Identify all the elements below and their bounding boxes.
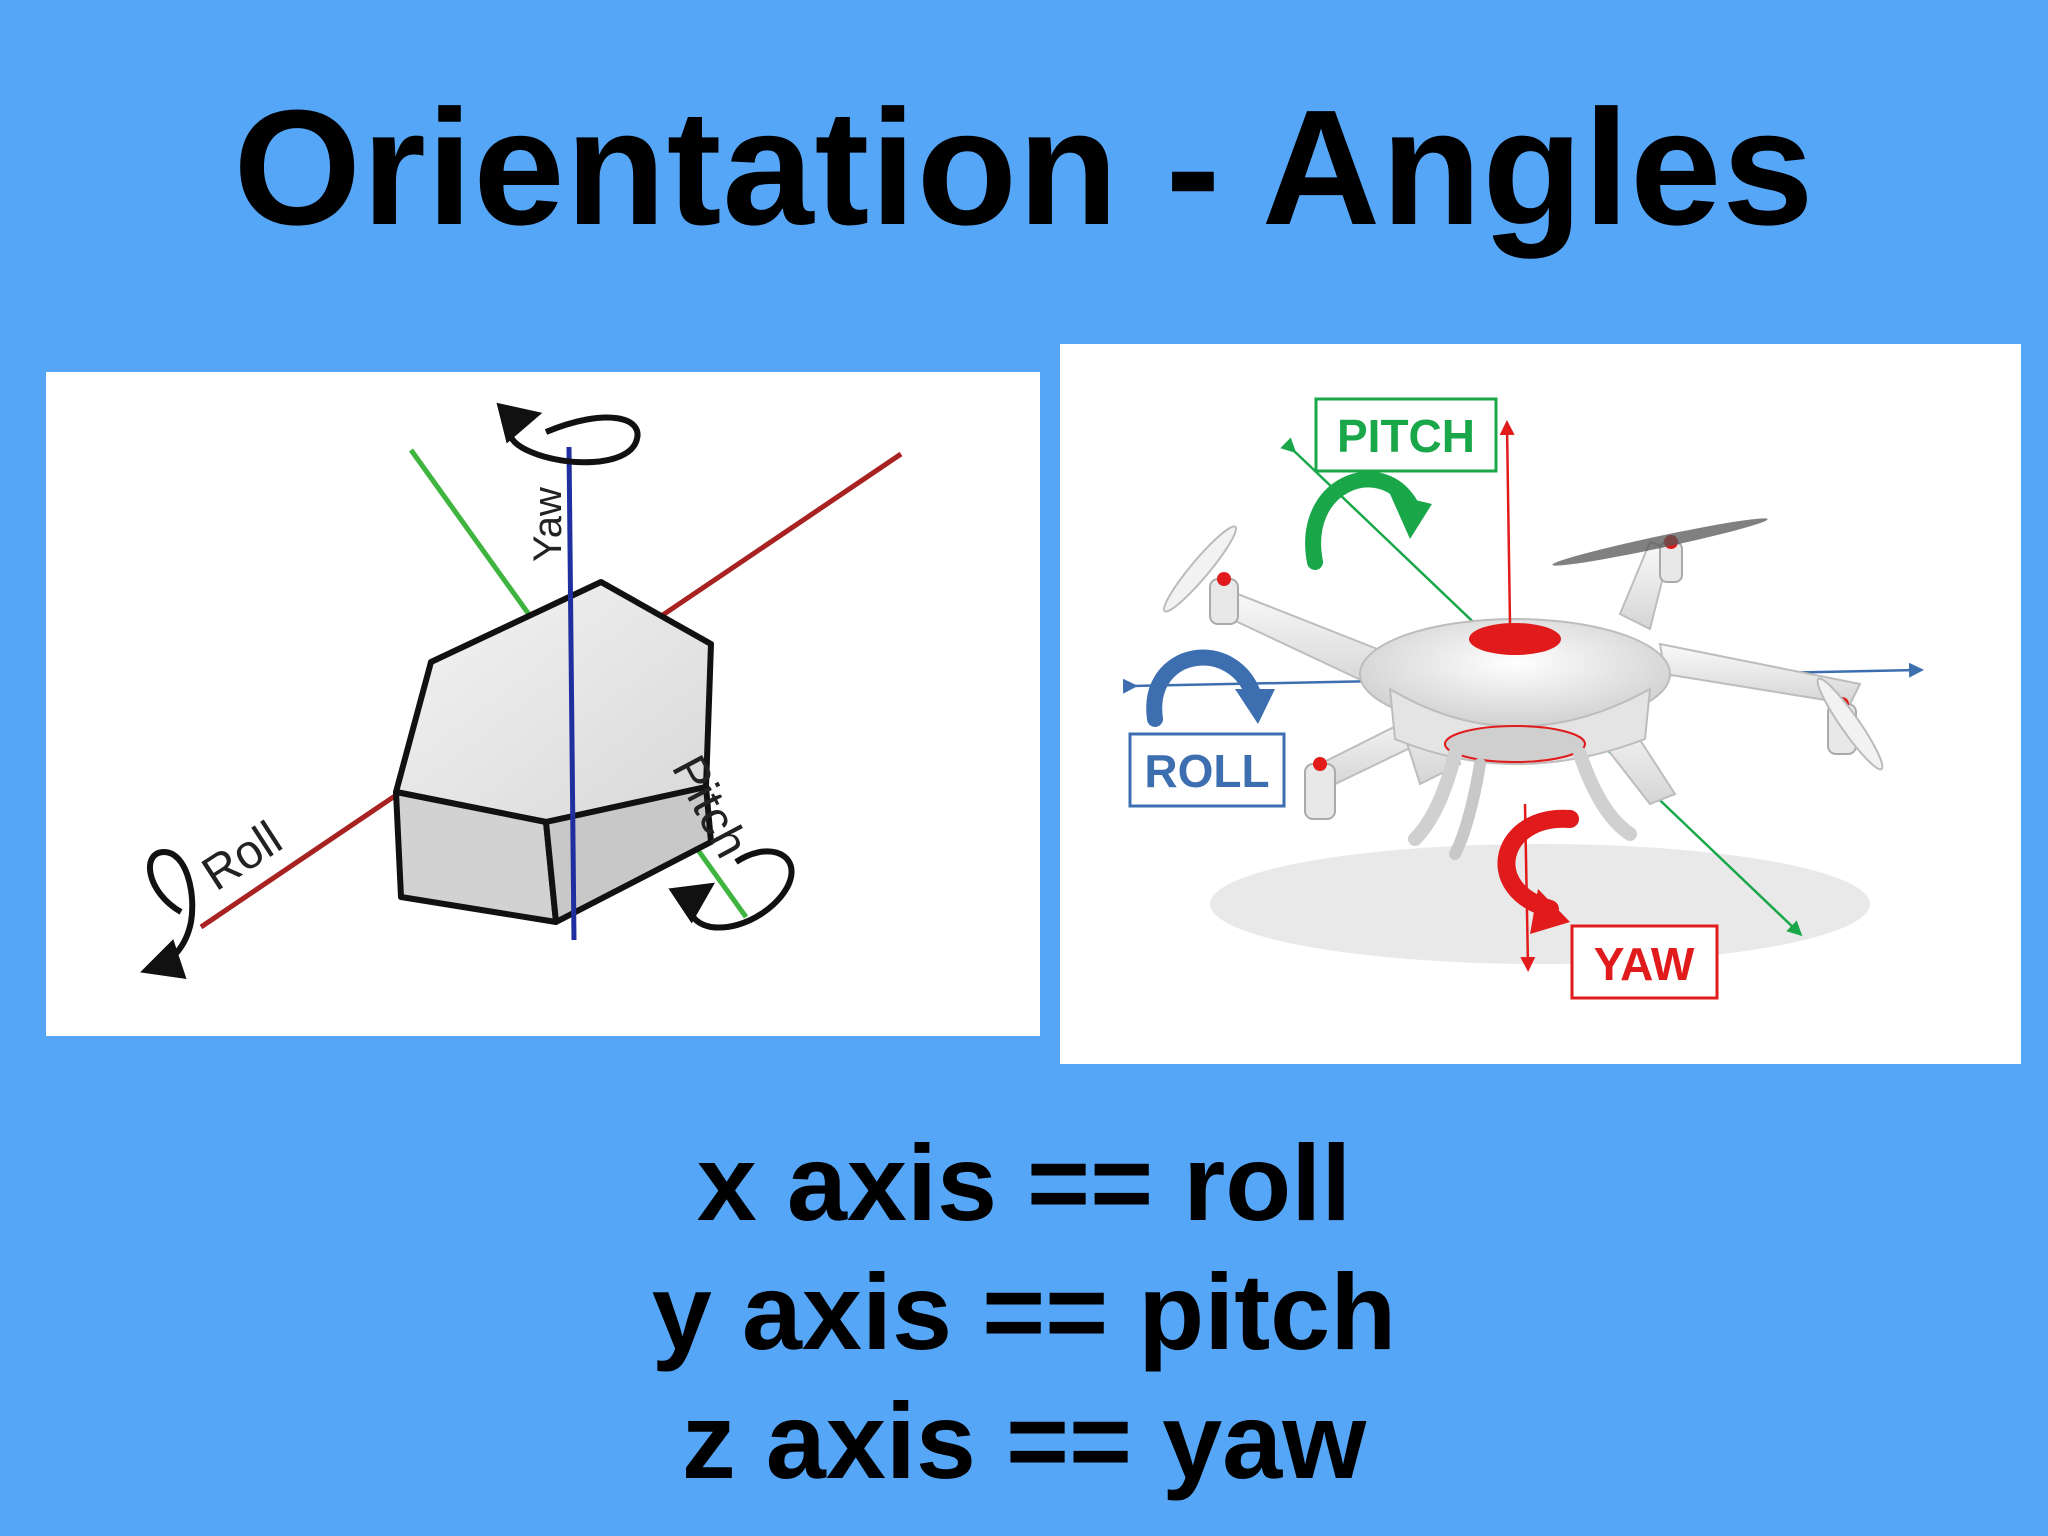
right-drone-diagram: PITCH ROLL YAW	[1060, 344, 2021, 1064]
drone-body	[1162, 518, 1884, 860]
pitch-label-box	[1314, 397, 1498, 473]
roll-rotation-arrow	[140, 848, 196, 979]
roll-rotation-arrow	[1146, 649, 1263, 727]
pitch-label: PITCH	[1337, 410, 1475, 462]
x-axis-roll-line: x axis == roll	[696, 1122, 1352, 1243]
yaw-label: YAW	[1594, 938, 1695, 990]
pitch-rotation-arrow	[668, 848, 795, 931]
pitch-rotation-arrow	[1305, 471, 1418, 570]
yaw-label: Yaw	[526, 487, 570, 562]
block-shape	[393, 579, 714, 925]
yaw-arrowhead	[1530, 889, 1570, 934]
roll-arrowhead	[1235, 689, 1275, 724]
slide-title: Orientation - Angles	[233, 76, 1815, 259]
yaw-rotation-arrow	[496, 402, 641, 466]
y-axis-pitch-line: y axis == pitch	[651, 1251, 1397, 1372]
pitch-arrowhead	[1390, 494, 1432, 539]
z-axis-yaw-line: z axis == yaw	[681, 1380, 1367, 1501]
yaw-label-box	[1570, 924, 1719, 1000]
left-orientation-diagram: Yaw Roll Pitch	[46, 372, 1040, 1036]
axis-mapping-list: x axis == roll y axis == pitch z axis ==…	[0, 1118, 2048, 1505]
yaw-rotation-arrow	[1497, 809, 1579, 918]
roll-label: ROLL	[1144, 745, 1269, 797]
yaw-axis-line	[1499, 420, 1515, 625]
roll-label-box	[1128, 732, 1286, 808]
yaw-axis-line	[566, 446, 577, 941]
roll-label: Roll	[193, 812, 291, 901]
